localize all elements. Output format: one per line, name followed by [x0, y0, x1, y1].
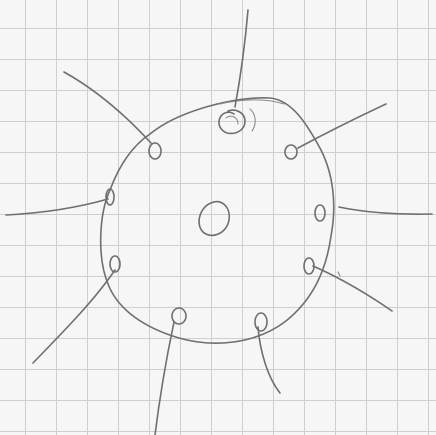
spoke-bottom-right [258, 327, 280, 393]
spoke-left [6, 199, 108, 215]
spoke-upper-right [298, 104, 386, 148]
spoke-top [235, 10, 248, 107]
cell-body-outline [101, 98, 334, 343]
small-circle-bottom-right [255, 313, 267, 331]
spoke-bottom [155, 322, 174, 435]
stray-mark [338, 272, 340, 276]
spoke-right [339, 207, 432, 214]
top-loop-tail [250, 109, 255, 131]
small-circle-right [315, 205, 325, 221]
spoke-lower-left [33, 270, 115, 363]
small-circle-upper-left [149, 143, 161, 159]
spoke-lower-right [313, 266, 392, 311]
spoke-upper-left [64, 72, 151, 143]
center-circle [199, 202, 229, 236]
top-loop [219, 110, 245, 133]
top-loop-inner [226, 116, 238, 124]
small-circle-upper-right [285, 145, 297, 159]
